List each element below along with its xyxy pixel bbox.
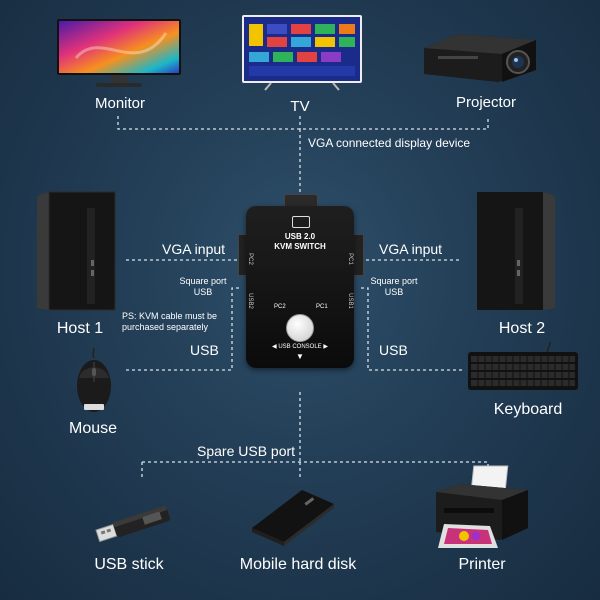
vga-input-left-label: VGA input [162, 241, 226, 257]
vga-input-right-label: VGA input [379, 241, 443, 257]
mouse-label: Mouse [68, 420, 118, 437]
switch-title-line2: KVM SWITCH [274, 242, 326, 251]
square-usb-left-label: Square port USB [179, 276, 227, 297]
switch-title-line1: USB 2.0 [284, 232, 316, 241]
mobile-hdd-image [250, 486, 336, 546]
console-left-arrow: ◀ [272, 344, 279, 350]
kvm-switch: USB 2.0 KVM SWITCH PC2 PC1 USB2 USB1 PC2… [238, 194, 364, 368]
pc1-label: PC1 [316, 304, 328, 310]
spare-bus-line [141, 461, 489, 480]
host2-label: Host 2 [498, 320, 546, 337]
host1-image [35, 190, 117, 312]
usb-right-label: USB [379, 342, 408, 358]
side-usb1-label: USB1 [346, 293, 353, 309]
side-usb2-label: USB2 [246, 293, 253, 309]
usb-port-icon [292, 216, 310, 228]
usb-stick-label: USB stick [94, 556, 164, 573]
mobile-hdd-label: Mobile hard disk [239, 556, 357, 573]
square-usb-right-label: Square port USB [370, 276, 418, 297]
projector-label: Projector [455, 94, 517, 111]
pc2-label: PC2 [274, 304, 286, 310]
mouse-image [74, 347, 114, 414]
kvm-cable-note: PS: KVM cable must be purchased separate… [122, 311, 218, 332]
printer-image [430, 464, 534, 550]
host1-usb-line [126, 287, 240, 371]
usb-stick-image [92, 502, 176, 546]
monitor-image [56, 18, 182, 90]
side-pc1-label: PC1 [346, 253, 353, 265]
console-right-arrow: ▶ [321, 344, 328, 350]
usb-console-label: USB CONSOLE [278, 344, 322, 350]
keyboard-image [466, 341, 580, 392]
host2-image [475, 190, 557, 312]
monitor-label: Monitor [94, 95, 146, 112]
printer-label: Printer [458, 556, 506, 573]
vga-display-label: VGA connected display device [308, 136, 471, 150]
tv-image [241, 14, 363, 92]
host2-usb-line [360, 287, 462, 371]
host1-label: Host 1 [56, 320, 104, 337]
usb-left-label: USB [190, 342, 219, 358]
spare-usb-label: Spare USB port [197, 443, 296, 459]
switch-button[interactable] [286, 314, 314, 342]
display-bus-line [117, 116, 489, 130]
console-down-arrow: ▼ [296, 352, 304, 361]
projector-image [418, 30, 542, 86]
side-pc2-label: PC2 [246, 253, 253, 265]
tv-label: TV [290, 98, 310, 115]
switch-body: USB 2.0 KVM SWITCH PC2 PC1 USB2 USB1 PC2… [246, 206, 354, 368]
keyboard-label: Keyboard [493, 401, 563, 418]
